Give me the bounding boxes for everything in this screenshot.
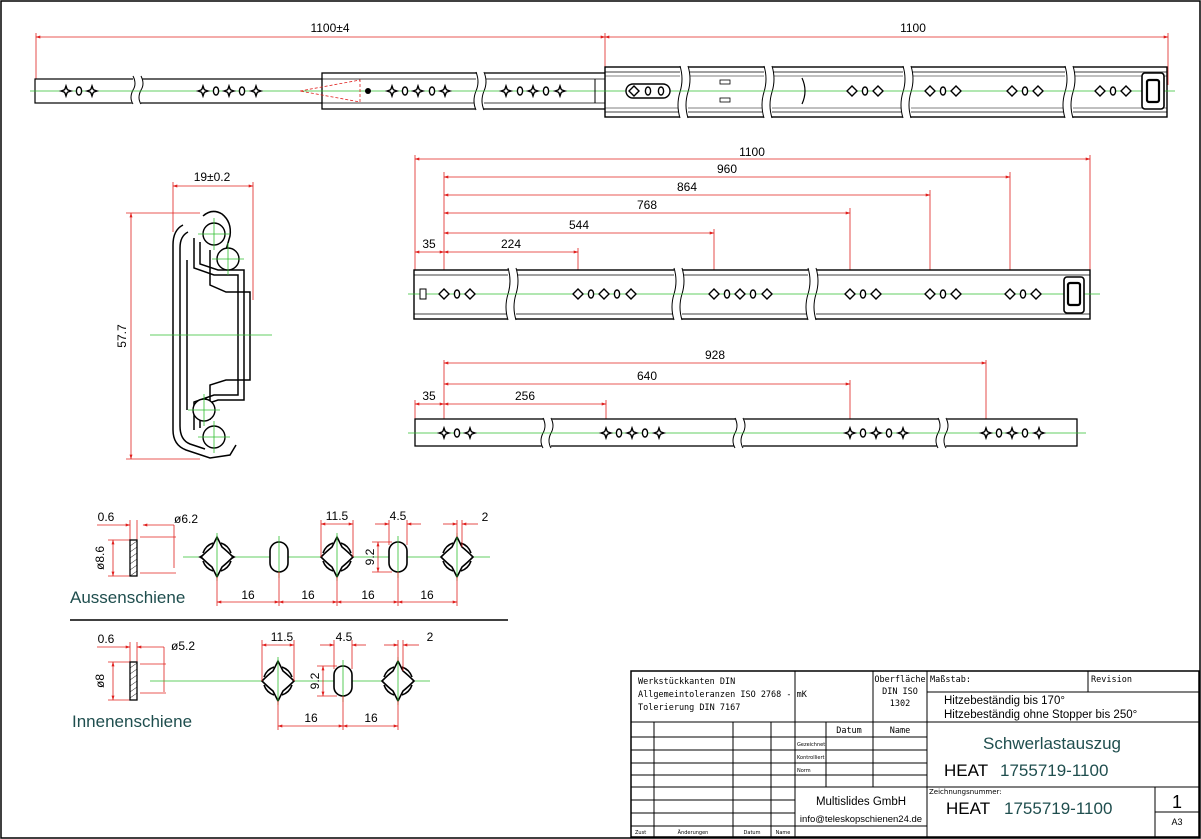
label-innenenschiene: Innenenschiene [72,712,192,731]
inner-rail-view: 928 640 256 35 [408,348,1086,450]
tb-company: Multislides GmbH [816,796,906,808]
dim-outer-1100: 1100 [739,145,765,159]
tb-drawing-no-label: Zeichnungsnummer: [929,788,1002,796]
tb-revision-label: Revision [1091,675,1132,685]
dim-outer-pitch-2: 16 [301,588,315,602]
dim-inner-bore: ø5.2 [171,639,195,653]
tb-footer-aenderungen: Änderungen [678,829,709,836]
tb-footer-name: Name [776,830,791,836]
tb-product-number-2: 1755719-1100 [1004,799,1112,818]
dim-inner-640: 640 [637,369,657,383]
top-view: 1100±4 1100 [30,21,1175,120]
dim-inner-edge: 2 [427,630,434,644]
dim-outer-slot-gap: 4.5 [390,509,407,523]
detail-inner: 0.6 ø5.2 ø8 [72,630,434,731]
dim-inner-height: ø8 [93,674,107,688]
dim-outer-bore: ø6.2 [174,512,198,526]
dim-inner-256: 256 [515,389,535,403]
tb-tolerance-3: Tolerierung DIN 7167 [638,703,740,713]
dim-top-left: 1100±4 [310,21,349,35]
tb-note-2: Hitzebeständig ohne Stopper bis 250° [944,709,1137,721]
dim-outer-height: ø8.6 [93,546,107,570]
dim-inner-thickness: 0.6 [98,632,115,646]
tb-sheet-size: A3 [1171,817,1182,827]
tb-footer-datum: Datum [744,830,761,836]
tb-surface-1: DIN ISO [882,687,918,697]
tb-product-prefix-1: HEAT [944,761,988,780]
title-block: Werkstückkanten DIN Allgemeintoleranzen … [630,670,1200,838]
profile-section: 19±0.2 57.7 [115,170,272,460]
dim-outer-768: 768 [637,198,657,212]
tb-footer-zust: Zust [635,830,646,836]
dim-outer-960: 960 [717,162,737,176]
dim-outer-pitch-3: 16 [361,588,375,602]
tb-surface-label: Oberfläche [874,675,925,685]
tb-surface-2: 1302 [890,699,910,709]
dim-outer-224: 224 [501,237,521,251]
dim-inner-pitch-2: 16 [364,711,378,725]
dim-inner-slot-w: 11.5 [271,630,294,644]
dim-inner-35: 35 [422,389,436,403]
dim-outer-pitch-4: 16 [420,588,434,602]
dim-top-right: 1100 [900,21,926,35]
tb-row-kontrolliert: Kontrolliert [797,755,825,761]
tb-tolerance-2: Allgemeintoleranzen ISO 2768 - mK [638,690,808,700]
tb-product-number-1: 1755719-1100 [1000,761,1108,780]
dim-outer-35: 35 [422,237,436,251]
tb-title: Schwerlastauszug [983,734,1121,753]
dim-inner-928: 928 [705,348,725,362]
dim-profile-height: 57.7 [115,324,129,348]
dim-outer-slot-w: 11.5 [326,509,349,523]
dim-profile-width: 19±0.2 [194,170,231,184]
tb-sheet-number: 1 [1172,792,1182,812]
detail-outer: 0.6 ø6.2 ø8.6 [70,509,490,607]
dim-inner-slot-h: 9.2 [308,672,322,689]
dim-outer-slot-h: 9.2 [363,548,377,565]
tb-row-norm: Norm [797,768,811,774]
tb-row-gezeichnet: Gezeichnet [797,742,825,748]
tb-col-datum: Datum [836,726,862,736]
outer-rail-view: 1100 960 864 768 544 224 35 [408,145,1100,322]
tb-col-name: Name [890,726,910,736]
dim-outer-544: 544 [569,218,589,232]
dim-inner-slot-gap: 4.5 [336,630,353,644]
label-aussenschiene: Aussenschiene [70,588,185,607]
dim-outer-edge: 2 [482,510,489,524]
tb-product-prefix-2: HEAT [946,799,990,818]
tb-tolerance-1: Werkstückkanten DIN [638,677,735,687]
tb-note-1: Hitzebeständig bis 170° [944,695,1065,707]
dim-outer-864: 864 [677,180,697,194]
tb-scale-label: Maßstab: [930,675,971,685]
dim-outer-pitch-1: 16 [241,588,255,602]
dim-inner-pitch-1: 16 [304,711,318,725]
tb-email: info@teleskopschienen24.de [800,814,922,825]
dim-outer-thickness: 0.6 [98,510,115,524]
